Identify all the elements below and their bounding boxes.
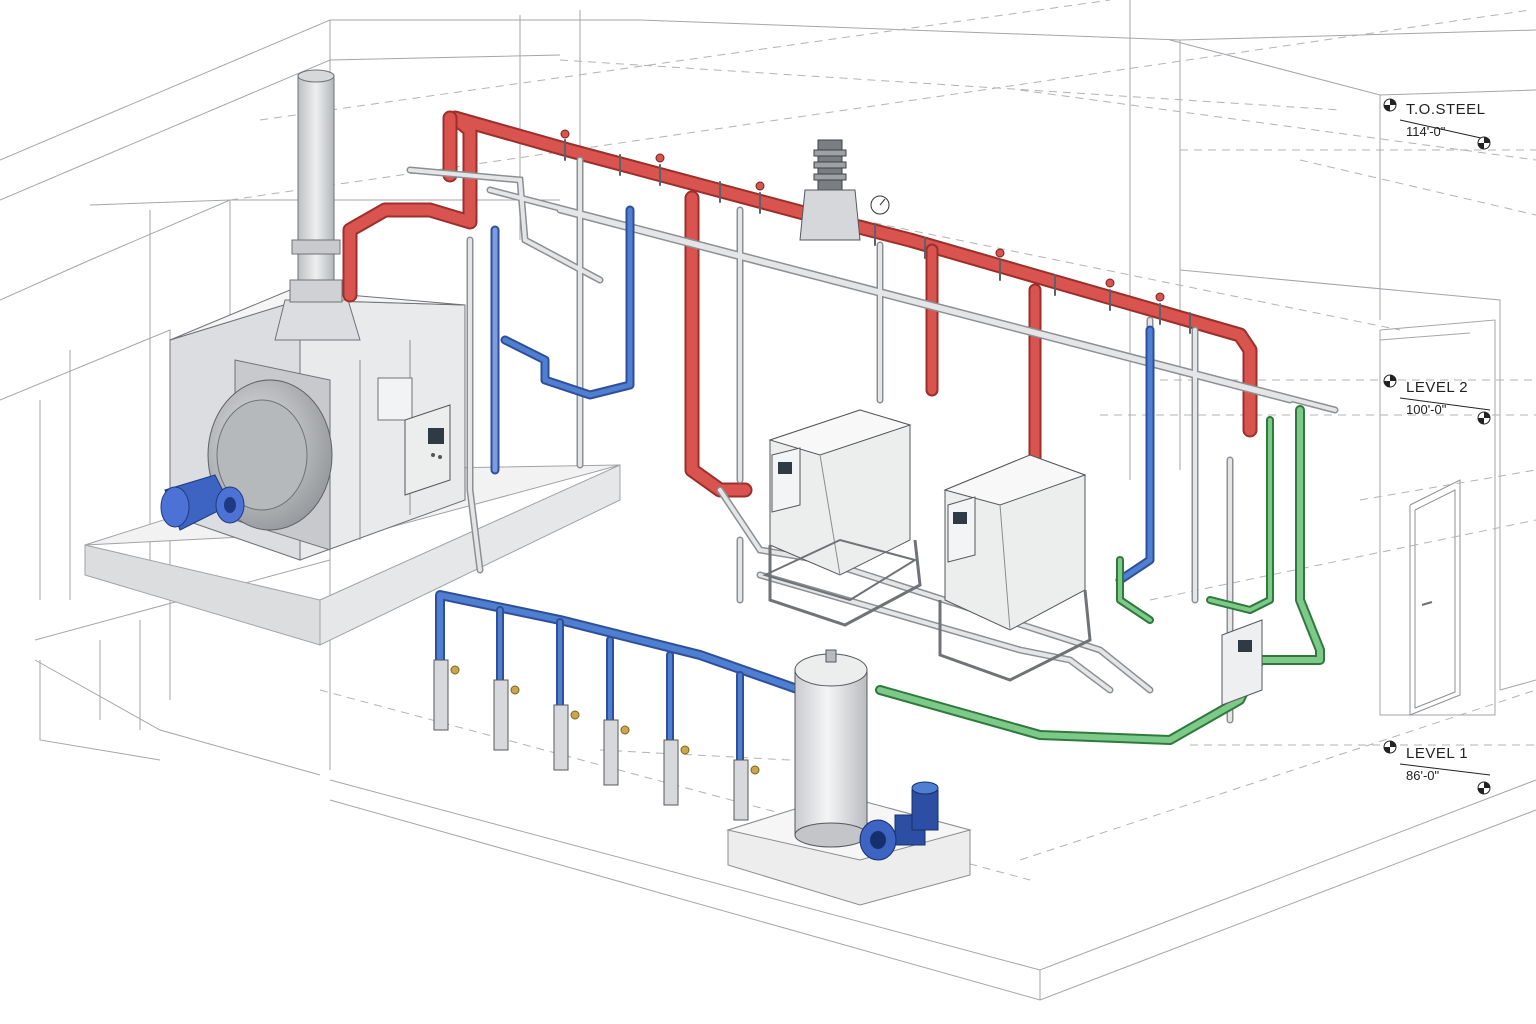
pressure-reducing-valve	[799, 139, 890, 241]
level-datum-icon	[1383, 740, 1397, 754]
level-datum-icon	[1383, 98, 1397, 112]
control-panel-icon	[1221, 619, 1263, 706]
level-datum-t-o-steel: T.O.STEEL 114'-0"	[1383, 98, 1491, 150]
control-panel-icon	[947, 496, 976, 563]
level-elevation: 114'-0"	[1406, 124, 1446, 139]
level-elevation: 100'-0"	[1406, 402, 1447, 417]
exhaust-stack	[274, 69, 361, 341]
steam-generator-1	[762, 409, 922, 627]
steam-piping	[342, 110, 1258, 498]
level-datum-level-1: LEVEL 1 86'-0"	[1383, 740, 1491, 795]
boiler	[160, 289, 466, 561]
pump-motor-icon	[859, 781, 939, 861]
level-elevation: 86'-0"	[1406, 768, 1440, 783]
level-datum-icon	[1383, 374, 1397, 388]
valve-icon	[560, 129, 1165, 302]
distribution-header	[435, 590, 805, 764]
expansion-tank	[794, 649, 868, 848]
level-datum-icon	[1477, 411, 1491, 425]
cold-water-piping	[490, 205, 1155, 585]
level-name: T.O.STEEL	[1406, 101, 1486, 118]
level-name: LEVEL 1	[1406, 745, 1468, 762]
pump-motor-icon	[160, 474, 245, 531]
level-datum-icon	[1477, 136, 1491, 150]
control-panel-icon	[771, 447, 801, 513]
control-panel-icon	[404, 404, 451, 496]
steam-generator-2	[938, 454, 1092, 682]
level-datum-level-2: LEVEL 2 100'-0"	[1383, 374, 1491, 425]
level-datum-icon	[1477, 781, 1491, 795]
branch-valve-stations	[433, 659, 760, 821]
pressure-gauge-icon	[870, 195, 890, 215]
level-name: LEVEL 2	[1406, 379, 1468, 396]
